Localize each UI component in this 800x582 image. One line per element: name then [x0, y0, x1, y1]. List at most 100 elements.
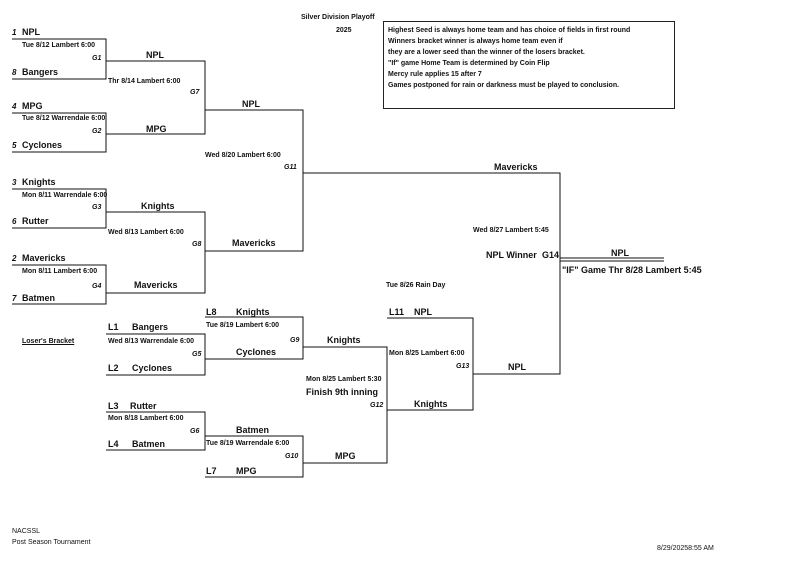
game-id: G5 [192, 351, 202, 358]
team-name: NPL [242, 99, 260, 109]
team-name: MPG [236, 466, 257, 476]
team-name: Knights [236, 307, 270, 317]
bracket-line-g12 [303, 346, 388, 464]
team-name: NPL [146, 50, 164, 60]
footer-event: Post Season Tournament [12, 539, 91, 546]
team-name: Mavericks [22, 253, 66, 263]
game-schedule: Mon 8/18 Lambert 6:00 [108, 415, 184, 422]
bracket-line-g4 [12, 264, 107, 305]
game-schedule: Mon 8/25 Lambert 5:30 [306, 376, 382, 383]
bracket-line-g9 [205, 316, 304, 360]
team-name: MPG [22, 101, 43, 111]
note-line: Mercy rule applies 15 after 7 [388, 71, 482, 78]
game-schedule: Mon 8/11 Lambert 6:00 [22, 268, 98, 275]
team-name: NPL [508, 362, 526, 372]
game-id: G12 [370, 402, 384, 409]
bracket-line-g6 [106, 411, 206, 451]
rain-day-note: Tue 8/26 Rain Day [386, 282, 446, 289]
team-name: Knights [141, 201, 175, 211]
page-title: Silver Division Playoff [301, 14, 375, 21]
game-schedule: Mon 8/11 Warrendale 6:00 [22, 192, 108, 199]
game-id: G7 [190, 89, 200, 96]
team-name: Knights [414, 399, 448, 409]
if-game-schedule: "IF" Game Thr 8/28 Lambert 5:45 [562, 265, 702, 275]
seed-number: 2 [12, 254, 17, 263]
bracket-line-g1 [12, 38, 107, 80]
slot-label: L2 [108, 363, 119, 373]
team-name: NPL [22, 27, 40, 37]
seed-number: 7 [12, 294, 17, 303]
team-name: MPG [335, 451, 356, 461]
note-line: they are a lower seed than the winner of… [388, 49, 585, 56]
game-id: G4 [92, 283, 102, 290]
game-schedule: Wed 8/20 Lambert 6:00 [205, 152, 281, 159]
championship-label: NPL Winner [486, 250, 537, 260]
game-id: G10 [285, 453, 299, 460]
team-name: Bangers [22, 67, 59, 77]
bracket-line-g2 [12, 112, 107, 153]
bracket-line-g5 [106, 333, 206, 376]
seed-number: 5 [12, 141, 17, 150]
team-name: Rutter [22, 216, 49, 226]
game-schedule: Wed 8/13 Warrendale 6:00 [108, 338, 194, 345]
team-name: Knights [327, 335, 361, 345]
seed-number: 6 [12, 217, 17, 226]
slot-label: L7 [206, 466, 217, 476]
slot-label: L1 [108, 322, 119, 332]
team-name: Batmen [236, 425, 270, 435]
seed-number: 4 [12, 102, 17, 111]
game-id: G13 [456, 363, 470, 370]
game-id: G11 [284, 164, 297, 171]
team-name: Cyclones [132, 363, 173, 373]
note-line: Games postponed for rain or darkness mus… [388, 82, 620, 89]
bracket-line-g14 [303, 172, 561, 375]
bracket-line-g11 [205, 109, 304, 252]
game-schedule: Tue 8/19 Lambert 6:00 [206, 322, 280, 329]
game-id: G8 [192, 241, 202, 248]
team-name: Rutter [130, 401, 157, 411]
page-year: 2025 [336, 27, 352, 34]
game-id: G2 [92, 128, 102, 135]
note-line: Highest Seed is always home team and has… [388, 27, 631, 34]
team-name: Mavericks [232, 238, 276, 248]
team-name: MPG [146, 124, 167, 134]
team-name: Batmen [22, 293, 56, 303]
team-name: Cyclones [236, 347, 277, 357]
team-name: Cyclones [22, 140, 63, 150]
team-name: Bangers [132, 322, 169, 332]
game-note: Finish 9th inning [306, 387, 378, 397]
game-schedule: Tue 8/19 Warrendale 6:00 [206, 440, 290, 447]
game-id: G1 [92, 55, 102, 62]
footer-org: NACSSL [12, 528, 41, 535]
slot-label: L4 [108, 439, 119, 449]
champion-team: NPL [611, 248, 629, 258]
slot-label: L8 [206, 307, 217, 317]
team-name: Knights [22, 177, 56, 187]
team-name: Batmen [132, 439, 166, 449]
bracket-line-g13 [387, 317, 474, 411]
bracket-line-g8 [106, 211, 206, 294]
note-line: "If" game Home Team is determined by Coi… [388, 60, 550, 67]
seed-number: 1 [12, 28, 17, 37]
team-name: Mavericks [134, 280, 178, 290]
seed-number: 8 [12, 68, 17, 77]
slot-label: L3 [108, 401, 119, 411]
game-schedule: Tue 8/12 Lambert 6:00 [22, 42, 96, 49]
game-schedule: Tue 8/12 Warrendale 6:00 [22, 115, 106, 122]
game-id: G14 [542, 250, 560, 260]
slot-label: L11 [389, 307, 405, 317]
team-name: Mavericks [494, 162, 538, 172]
game-schedule: Mon 8/25 Lambert 6:00 [389, 350, 465, 357]
team-name: NPL [414, 307, 432, 317]
rules-notes-box: Highest Seed is always home team and has… [383, 21, 675, 109]
seed-number: 3 [12, 178, 17, 187]
note-line: Winners bracket winner is always home te… [388, 38, 563, 45]
game-id: G6 [190, 428, 200, 435]
bracket-line-g10 [205, 435, 304, 478]
bracket-line-g3 [12, 188, 107, 229]
game-schedule: Wed 8/27 Lambert 5:45 [473, 227, 549, 234]
game-schedule: Wed 8/13 Lambert 6:00 [108, 229, 184, 236]
game-id: G9 [290, 337, 300, 344]
losers-bracket-title: Loser's Bracket [22, 338, 75, 345]
